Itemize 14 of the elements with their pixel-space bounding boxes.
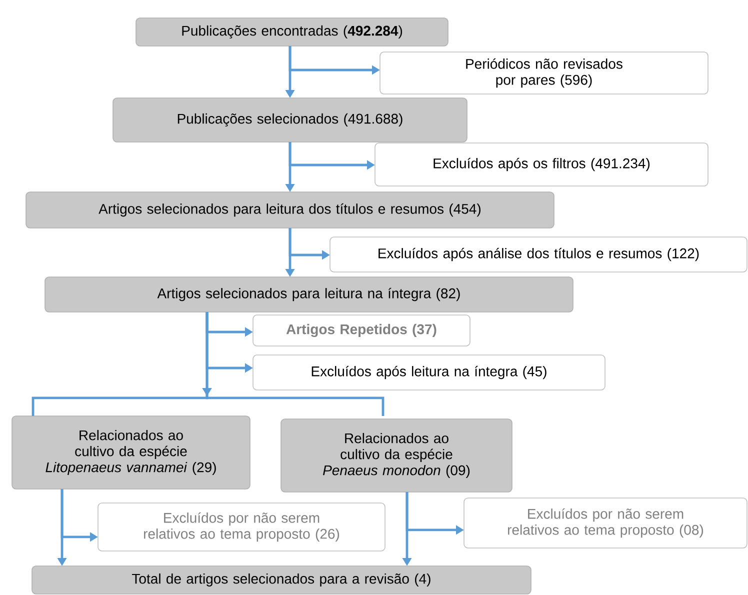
process-box: Total de artigos selecionados para a revisão (4) <box>32 566 532 594</box>
process-box: Artigos selecionados para leitura dos títulos e resumos (454) <box>26 192 554 228</box>
excluded-box: Excluídos após análise dos títulos e resumos (122) <box>330 236 748 272</box>
process-box: Publicações encontradas (492.284) <box>136 18 448 46</box>
process-box: Relacionados ao cultivo da espécie Litopenaeus vannamei (29) <box>12 416 250 490</box>
excluded-box: Periódicos não revisados por pares (596) <box>380 52 708 94</box>
process-box: Publicações selecionados (491.688) <box>112 98 468 142</box>
process-box: Relacionados ao cultivo da espécie Penaeus monodon (09) <box>280 418 512 492</box>
excluded-box: Excluídos após leitura na íntegra (45) <box>252 354 606 390</box>
excluded-box: Excluídos por não serem relativos ao tema proposto (08) <box>464 498 748 548</box>
excluded-box: Excluídos por não serem relativos ao tema proposto (26) <box>98 502 386 552</box>
excluded-box: Artigos Repetidos (37) <box>252 314 470 346</box>
excluded-box: Excluídos após os filtros (491.234) <box>374 142 708 186</box>
process-box: Artigos selecionados para leitura na íntegra (82) <box>44 276 574 312</box>
